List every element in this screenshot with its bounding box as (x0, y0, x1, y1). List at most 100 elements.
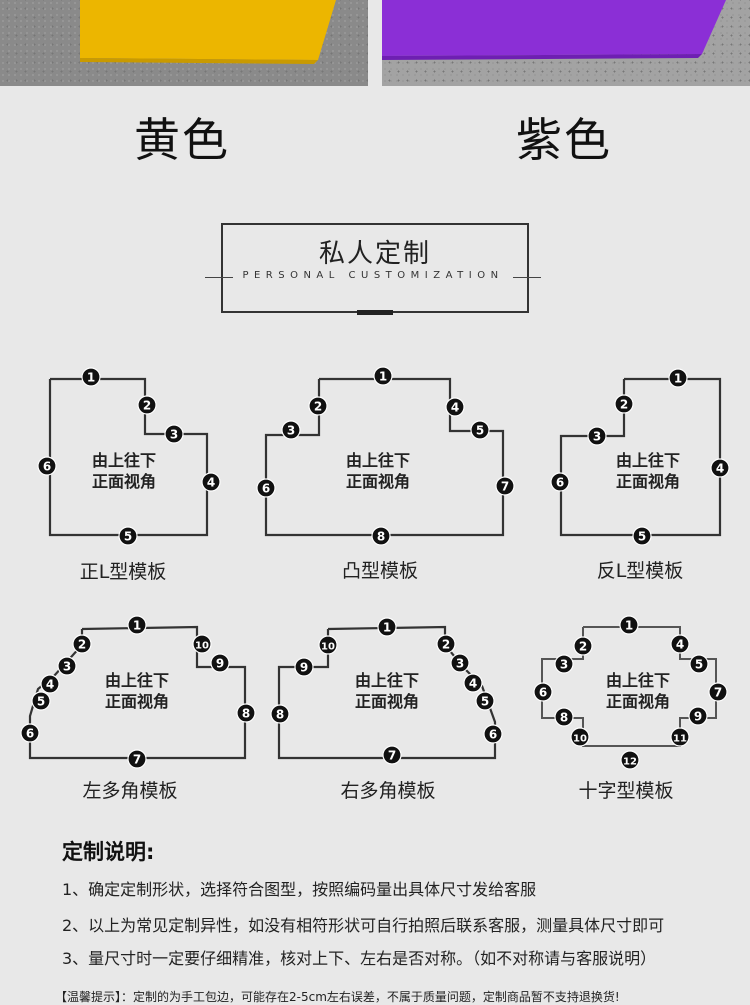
number-badge: 1 (377, 617, 397, 637)
number-badge: 2 (308, 396, 328, 416)
view-hint-line: 正面视角 (92, 472, 156, 491)
svg-text:7: 7 (133, 753, 141, 767)
svg-text:1: 1 (674, 372, 682, 386)
svg-text:2: 2 (143, 399, 151, 413)
svg-text:6: 6 (556, 476, 564, 490)
number-badge: 4 (670, 634, 690, 654)
svg-text:4: 4 (716, 462, 724, 476)
view-hint-line: 正面视角 (606, 692, 670, 711)
number-badge: 3 (164, 424, 184, 444)
number-badge: 1 (81, 367, 101, 387)
svg-text:5: 5 (476, 424, 484, 438)
template-label-cross: 十字型模板 (578, 780, 674, 802)
number-badge: 6 (550, 472, 570, 492)
svg-text:5: 5 (37, 695, 45, 709)
svg-text:10: 10 (195, 641, 209, 652)
svg-text:1: 1 (625, 619, 633, 633)
yellow-mat-photo (0, 0, 368, 86)
svg-text:2: 2 (78, 638, 86, 652)
number-badge: 9 (688, 706, 708, 726)
svg-text:6: 6 (26, 727, 34, 741)
number-badge: 4 (445, 397, 465, 417)
view-hint-line: 由上往下 (606, 671, 670, 690)
yellow-color-label: 黄色 (134, 113, 230, 167)
svg-text:2: 2 (314, 400, 322, 414)
svg-text:6: 6 (262, 482, 270, 496)
svg-text:6: 6 (489, 728, 497, 742)
number-badge: 5 (632, 526, 652, 546)
number-badge: 5 (31, 691, 51, 711)
svg-text:3: 3 (560, 658, 568, 672)
number-badge: 5 (470, 420, 490, 440)
svg-text:6: 6 (539, 686, 547, 700)
svg-text:4: 4 (451, 401, 459, 415)
svg-text:1: 1 (87, 371, 95, 385)
svg-text:4: 4 (207, 476, 215, 490)
template-outline-l (48, 377, 209, 537)
number-badge: 4 (201, 472, 221, 492)
purple-swatch (382, 0, 726, 60)
svg-text:7: 7 (388, 749, 396, 763)
number-badge: 11 (670, 727, 690, 747)
svg-text:3: 3 (63, 660, 71, 674)
template-outline-convex (264, 377, 505, 537)
number-badge: 8 (236, 703, 256, 723)
svg-text:1: 1 (383, 621, 391, 635)
number-badge: 3 (281, 420, 301, 440)
svg-text:12: 12 (623, 757, 637, 768)
svg-text:6: 6 (43, 460, 51, 474)
svg-text:8: 8 (377, 530, 385, 544)
section-title-cn: 私人定制 (318, 239, 431, 269)
title-underline-bar (357, 310, 393, 315)
number-badge: 3 (554, 654, 574, 674)
section-title-en-row: PERSONAL CUSTOMIZATION (205, 270, 541, 284)
svg-text:5: 5 (124, 530, 132, 544)
number-badge: 7 (495, 476, 515, 496)
view-hint-line: 由上往下 (92, 451, 156, 470)
number-badge: 6 (37, 456, 57, 476)
note-item-2: 2、以上为常见定制异性，如没有相符形状可自行拍照后联系客服，测量具体尺寸即可 (62, 916, 665, 935)
svg-text:11: 11 (673, 734, 687, 745)
svg-text:7: 7 (501, 480, 509, 494)
section-title-en: PERSONAL CUSTOMIZATION (242, 270, 504, 281)
number-badge: 7 (382, 745, 402, 765)
template-label-reverse-l: 反L型模板 (596, 560, 684, 582)
svg-text:7: 7 (714, 686, 722, 700)
svg-text:4: 4 (469, 677, 477, 691)
svg-text:1: 1 (133, 619, 141, 633)
number-badge: 6 (20, 723, 40, 743)
svg-text:9: 9 (216, 657, 224, 671)
template-label-l: 正L型模板 (79, 561, 167, 583)
number-badge: 8 (554, 707, 574, 727)
view-hint-line: 由上往下 (105, 671, 169, 690)
number-badge: 3 (450, 653, 470, 673)
number-badge: 6 (256, 478, 276, 498)
notes-title: 定制说明: (62, 840, 155, 864)
note-item-1: 1、确定定制形状，选择符合图型，按照编码量出具体尺寸发给客服 (62, 880, 537, 899)
template-label-convex: 凸型模板 (341, 560, 418, 582)
svg-text:9: 9 (300, 661, 308, 675)
number-badge: 8 (371, 526, 391, 546)
view-hint-line: 正面视角 (616, 472, 680, 491)
view-hint-line: 由上往下 (616, 451, 680, 470)
number-badge: 4 (710, 458, 730, 478)
view-hint-line: 由上往下 (355, 671, 419, 690)
number-badge: 7 (127, 749, 147, 769)
svg-text:9: 9 (694, 710, 702, 724)
number-badge: 2 (573, 636, 593, 656)
number-badge: 10 (192, 634, 212, 654)
svg-text:3: 3 (170, 428, 178, 442)
number-badge: 10 (570, 727, 590, 747)
view-hint-line: 正面视角 (346, 472, 410, 491)
number-badge: 1 (127, 615, 147, 635)
number-badge: 3 (587, 426, 607, 446)
svg-text:1: 1 (379, 370, 387, 384)
purple-color-label: 紫色 (516, 113, 612, 167)
svg-text:2: 2 (579, 640, 587, 654)
view-hint-line: 正面视角 (105, 692, 169, 711)
note-item-3: 3、量尺寸时一定要仔细精准，核对上下、左右是否对称。（如不对称请与客服说明） (62, 949, 657, 968)
number-badge: 3 (57, 656, 77, 676)
warm-tip: 【温馨提示】：定制的为手工包边，可能存在2-5cm左右误差，不属于质量问题，定制… (55, 990, 620, 1004)
svg-text:8: 8 (242, 707, 250, 721)
